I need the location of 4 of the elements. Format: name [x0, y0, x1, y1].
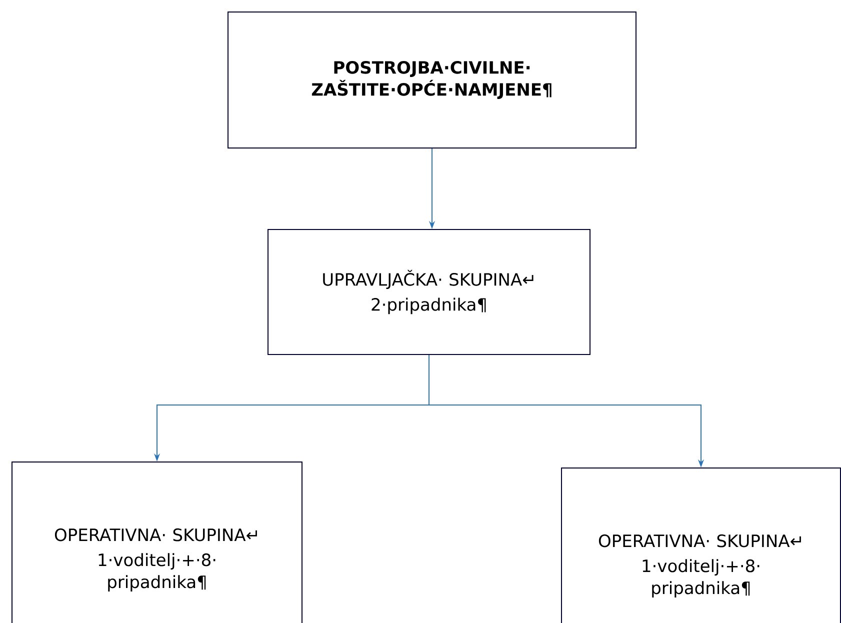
unit-box: UPRAVLJAČKA· SKUPINA↵ 2·pripadnika¶	[268, 229, 590, 355]
unit-box: OPERATIVNA· SKUPINA↵ 1·voditelj·+·8· pripadnika¶	[561, 468, 841, 623]
unit-box: OPERATIVNA· SKUPINA↵ 1·voditelj·+·8· pripadnika¶	[12, 462, 302, 623]
unit-box: POSTROJBA·CIVILNE· ZAŠTITE·OPĆE·NAMJENE¶	[228, 12, 636, 148]
